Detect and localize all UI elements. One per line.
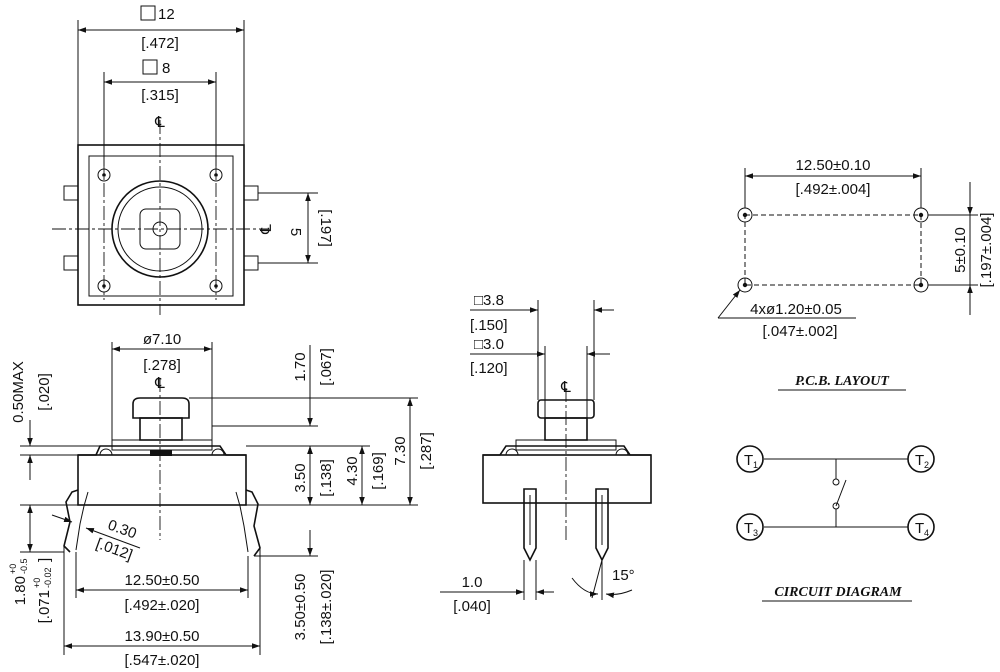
side-lead-length-in: [.138±.020] — [318, 570, 335, 645]
side-view: ℄ ø7.10 [.278] 1.70 [.067] 3.50 [.138] 4… — [8, 331, 435, 669]
top-centerline-symbol-side: ℄ — [258, 224, 275, 235]
svg-text:1.80: 1.80 — [12, 576, 29, 605]
end-cap-width: □3.8 — [474, 292, 504, 309]
pcb-title: P.C.B. LAYOUT — [795, 374, 890, 389]
svg-text:1: 1 — [753, 460, 758, 470]
end-stem-width: □3.0 — [474, 336, 504, 353]
side-body-height: 3.50 — [292, 463, 309, 492]
side-overall-span-in: [.547±.020] — [125, 652, 200, 669]
side-plunger-stem — [139, 417, 183, 441]
side-body — [77, 454, 247, 506]
side-stem-base — [150, 450, 172, 456]
pcb-layout: 12.50±0.10 [.492±.004] 5±0.10 [.197±.004… — [717, 157, 995, 391]
side-plunger-height-in: [.067] — [318, 348, 335, 386]
circuit-title: CIRCUIT DIAGRAM — [774, 585, 902, 600]
end-lead-left — [523, 488, 537, 562]
side-centerline-symbol: ℄ — [154, 375, 165, 392]
side-standoff-in: [.071 +0 -0.02 ] — [32, 558, 53, 624]
terminal-t1: T 1 — [736, 445, 764, 473]
side-mid-height: 4.30 — [344, 456, 361, 485]
square-symbol-8 — [142, 59, 158, 75]
pcb-hole-spec: 4xø1.20±0.05 — [750, 301, 842, 318]
side-standoff: 1.80 +0 -0.5 — [8, 558, 29, 605]
top-pin-pitch: 5 — [287, 228, 304, 236]
terminal-t2: T 2 — [907, 445, 935, 473]
circuit-diagram: T 1 T 2 T 3 T 4 CIRCUIT DIAGRAM — [736, 445, 935, 602]
switch-contact — [835, 479, 847, 507]
side-total-height: 7.30 — [392, 436, 409, 465]
side-overall-span: 13.90±0.50 — [125, 628, 200, 645]
square-symbol-12 — [140, 5, 156, 21]
side-plunger-height: 1.70 — [292, 352, 309, 381]
end-stem-width-in: [.120] — [470, 360, 508, 377]
top-outer-size: 12 — [158, 6, 175, 23]
svg-text:]: ] — [36, 558, 53, 562]
end-view: ℄ □3.8 [.150] □3.0 [.120] 1.0 [.040] — [440, 292, 652, 615]
end-lead-angle: 15° — [612, 567, 635, 584]
top-outer-size-in: [.472] — [141, 35, 179, 52]
end-lead-right — [595, 488, 609, 562]
pcb-hole-spec-in: [.047±.002] — [763, 323, 838, 340]
end-body — [482, 454, 652, 504]
svg-text:T: T — [915, 520, 924, 537]
pcb-holes — [737, 207, 929, 293]
pcb-spacing-x: 12.50±0.10 — [796, 157, 871, 174]
top-inner-outline — [88, 155, 234, 297]
pcb-spacing-y: 5±0.10 — [952, 227, 969, 273]
side-lead-span-in: [.492±.020] — [125, 597, 200, 614]
svg-text:+0: +0 — [8, 564, 18, 574]
side-mid-height-in: [.169] — [370, 452, 387, 490]
svg-text:[.071: [.071 — [36, 590, 53, 623]
end-cap-width-in: [.150] — [470, 317, 508, 334]
side-lead-right — [245, 489, 261, 557]
top-body-outline — [77, 144, 245, 306]
side-lead-length: 3.50±0.50 — [292, 574, 309, 641]
svg-text:+0: +0 — [32, 578, 42, 588]
svg-text:2: 2 — [924, 460, 929, 470]
side-total-height-in: [.287] — [418, 432, 435, 470]
top-centerline-symbol: ℄ — [154, 114, 165, 131]
svg-text:3: 3 — [753, 528, 758, 538]
svg-text:-0.02: -0.02 — [43, 567, 53, 588]
top-tab-right-upper — [243, 185, 259, 201]
terminal-t3: T 3 — [736, 513, 764, 541]
side-cap-diameter: ø7.10 — [143, 331, 181, 348]
top-inner-size-in: [.315] — [141, 87, 179, 104]
top-tab-left-upper — [63, 185, 79, 201]
end-lead-width: 1.0 — [462, 574, 483, 591]
svg-text:T: T — [744, 452, 753, 469]
side-cover-plate — [111, 439, 213, 451]
top-pin-pitch-in: [.197] — [317, 209, 334, 247]
svg-text:T: T — [744, 520, 753, 537]
pcb-outline — [744, 214, 922, 286]
pcb-spacing-y-in: [.197±.004] — [978, 213, 995, 288]
end-lead-width-in: [.040] — [453, 598, 491, 615]
end-centerline-symbol: ℄ — [560, 379, 571, 396]
top-tab-left-lower — [63, 255, 79, 271]
svg-text:T: T — [915, 452, 924, 469]
terminal-t4: T 4 — [907, 513, 935, 541]
side-max-height: 0.50MAX — [10, 361, 27, 423]
svg-text:4: 4 — [924, 528, 929, 538]
side-body-height-in: [.138] — [318, 459, 335, 497]
side-max-height-in: [.020] — [36, 373, 53, 411]
side-lead-left — [63, 489, 79, 553]
pcb-spacing-x-in: [.492±.004] — [796, 181, 871, 198]
top-view: ℄ ℄ 12 [.472] 8 [.315] 5 [.197] — [52, 5, 334, 315]
top-inner-size: 8 — [162, 60, 170, 77]
side-lead-span: 12.50±0.50 — [125, 572, 200, 589]
top-tab-right-lower — [243, 255, 259, 271]
side-plunger-cap — [132, 397, 190, 419]
side-cap-diameter-in: [.278] — [143, 357, 181, 374]
svg-text:-0.5: -0.5 — [19, 558, 29, 574]
